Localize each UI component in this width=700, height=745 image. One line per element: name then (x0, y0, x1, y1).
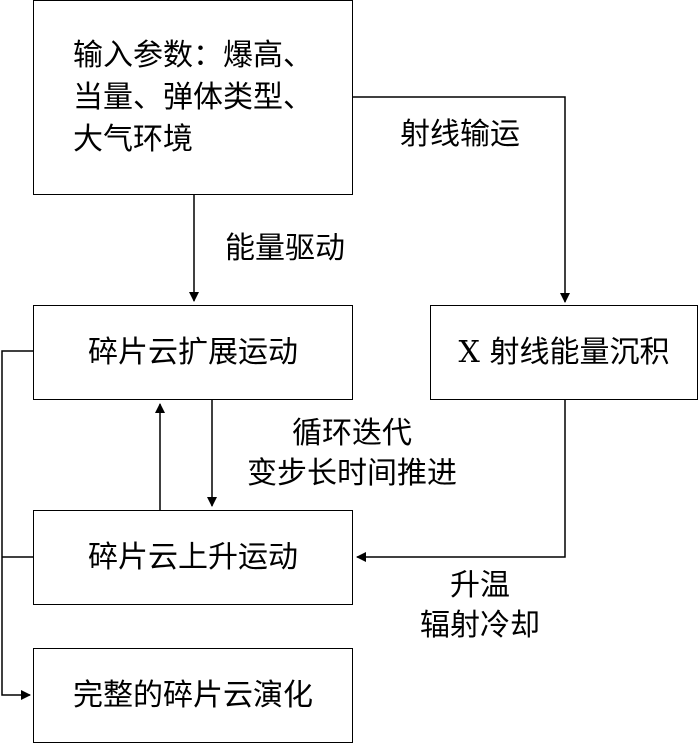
deposition-box: X 射线能量沉积 (430, 305, 698, 400)
input-line-2: 当量、弹体类型、 (73, 79, 313, 115)
evolution-label: 完整的碎片云演化 (73, 677, 313, 713)
expansion-label: 碎片云扩展运动 (88, 334, 298, 370)
iteration-label: 循环迭代 变步长时间推进 (232, 414, 472, 494)
arrow-input-to-deposition (353, 96, 570, 303)
evolution-box: 完整的碎片云演化 (33, 648, 353, 743)
rise-label: 碎片云上升运动 (88, 539, 298, 575)
expansion-box: 碎片云扩展运动 (33, 305, 353, 400)
rise-box: 碎片云上升运动 (33, 510, 353, 605)
arrow-to-evolution (1, 350, 33, 700)
heating-cooling-label: 升温 辐射冷却 (400, 566, 560, 646)
deposition-label: X 射线能量沉积 (458, 334, 670, 370)
heating-line-1: 升温 (450, 568, 510, 603)
heating-line-2: 辐射冷却 (420, 608, 540, 643)
iteration-line-1: 循环迭代 (292, 416, 412, 451)
input-line-1: 输入参数：爆高、 (73, 37, 313, 73)
arrow-deposition-to-rise (356, 400, 566, 562)
input-line-3: 大气环境 (73, 121, 193, 157)
input-parameters-box: 输入参数：爆高、 当量、弹体类型、 大气环境 (33, 0, 353, 195)
energy-drive-label: 能量驱动 (225, 231, 345, 266)
ray-transport-label: 射线输运 (400, 117, 520, 152)
iteration-line-2: 变步长时间推进 (247, 456, 457, 491)
